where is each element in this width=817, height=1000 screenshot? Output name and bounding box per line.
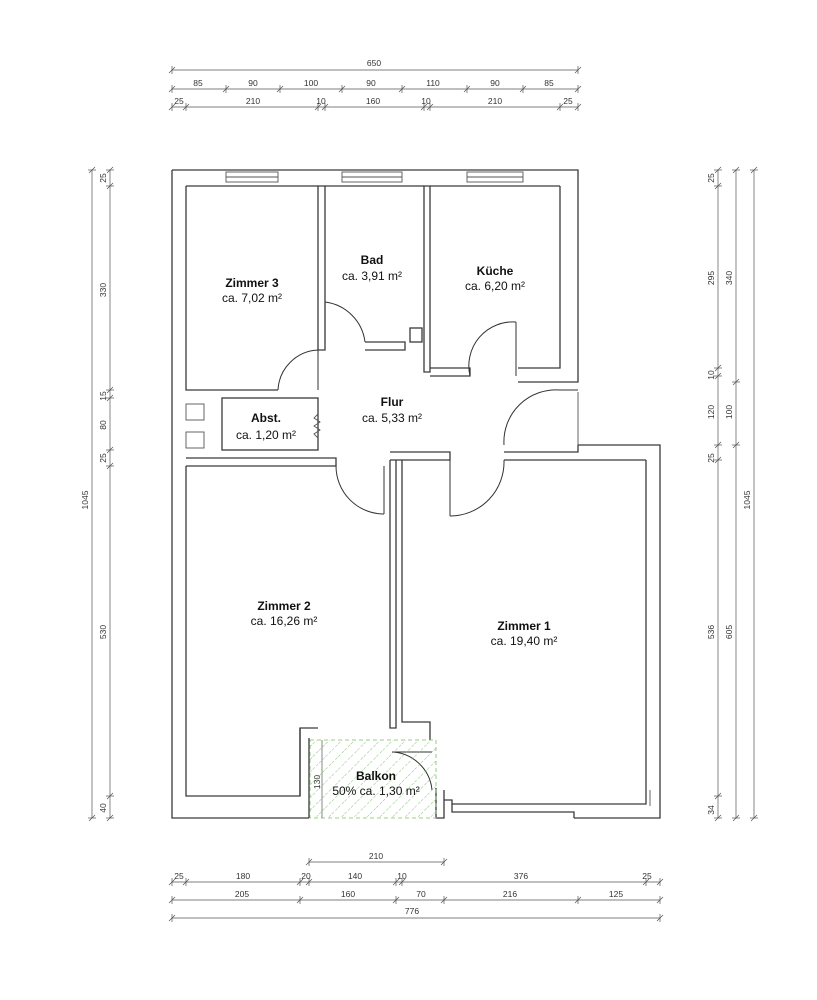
dim-bottom-4: 140 xyxy=(348,871,362,881)
room-zimmer-2: Zimmer 2 ca. 16,26 m² xyxy=(251,599,318,628)
dim-top-4: 90 xyxy=(366,78,376,88)
dimension-left: 1045 25 330 15 80 25 530 40 xyxy=(80,166,114,822)
dim-right2-3: 605 xyxy=(724,625,734,639)
dim-top2-7: 25 xyxy=(563,96,573,106)
dim-bottom2-4: 216 xyxy=(503,889,517,899)
room-name: Zimmer 2 xyxy=(257,599,311,613)
dim-bottom-5: 10 xyxy=(397,871,407,881)
dimension-bottom: 210 25 180 20 140 10 376 25 205 160 70 2… xyxy=(168,851,664,922)
dim-left-6: 530 xyxy=(98,625,108,639)
dim-left-3: 15 xyxy=(98,391,108,401)
room-kueche: Küche ca. 6,20 m² xyxy=(465,264,525,293)
room-area: ca. 7,02 m² xyxy=(222,291,282,305)
dim-right-total: 1045 xyxy=(742,490,752,509)
dim-left-7: 40 xyxy=(98,803,108,813)
doors xyxy=(277,301,578,791)
room-bad: Bad ca. 3,91 m² xyxy=(342,253,402,283)
dim-left-4: 80 xyxy=(98,420,108,430)
room-name: Bad xyxy=(361,253,384,267)
dim-bottom-1: 25 xyxy=(174,871,184,881)
dim-top2-1: 25 xyxy=(174,96,184,106)
windows xyxy=(225,171,651,806)
dim-bottom-7: 25 xyxy=(642,871,652,881)
dim-right2-2: 100 xyxy=(724,405,734,419)
dim-top2-2: 210 xyxy=(246,96,260,106)
dim-right-1: 25 xyxy=(706,173,716,183)
dim-right-7: 34 xyxy=(706,805,716,815)
dim-top-7: 85 xyxy=(544,78,554,88)
dim-left-total: 1045 xyxy=(80,490,90,509)
dim-top-total: 650 xyxy=(367,58,381,68)
balcony-area xyxy=(309,739,437,819)
dim-bottom2-5: 125 xyxy=(609,889,623,899)
dim-bottom2-3: 70 xyxy=(416,889,426,899)
dim-top-3: 100 xyxy=(304,78,318,88)
dim-top-1: 85 xyxy=(193,78,203,88)
dim-bottom-3: 20 xyxy=(301,871,311,881)
dim-top2-3: 10 xyxy=(316,96,326,106)
room-zimmer-1: Zimmer 1 ca. 19,40 m² xyxy=(491,619,558,648)
dim-bottom-2: 180 xyxy=(236,871,250,881)
room-area: ca. 16,26 m² xyxy=(251,614,318,628)
room-abst: Abst. ca. 1,20 m² xyxy=(236,411,296,442)
dim-bottom2-2: 160 xyxy=(341,889,355,899)
dim-top-2: 90 xyxy=(248,78,258,88)
dim-bottom-total: 776 xyxy=(405,906,419,916)
dim-right-2: 295 xyxy=(706,271,716,285)
dim-top2-5: 10 xyxy=(421,96,431,106)
dim-left-5: 25 xyxy=(98,453,108,463)
room-name: Zimmer 3 xyxy=(225,276,279,290)
dim-right-5: 25 xyxy=(706,453,716,463)
dim-top-5: 110 xyxy=(426,78,440,88)
room-area: ca. 6,20 m² xyxy=(465,279,525,293)
room-name: Küche xyxy=(477,264,514,278)
room-name: Abst. xyxy=(251,411,281,425)
room-name: Balkon xyxy=(356,769,396,783)
dim-right-6: 536 xyxy=(706,625,716,639)
room-area: ca. 19,40 m² xyxy=(491,634,558,648)
room-balkon: Balkon 50% ca. 1,30 m² xyxy=(332,769,419,798)
room-flur: Flur ca. 5,33 m² xyxy=(362,395,422,425)
dimension-top: 650 85 90 100 90 110 90 85 25 210 10 160… xyxy=(168,58,582,111)
walls xyxy=(171,169,661,819)
dim-bottom2-1: 205 xyxy=(235,889,249,899)
room-area: ca. 1,20 m² xyxy=(236,428,296,442)
dim-balcony-width: 210 xyxy=(369,851,383,861)
dim-top-6: 90 xyxy=(490,78,500,88)
room-area: ca. 5,33 m² xyxy=(362,411,422,425)
dim-left-1: 25 xyxy=(98,173,108,183)
dim-top2-4: 160 xyxy=(366,96,380,106)
dimension-right: 25 295 10 120 25 536 34 340 100 605 1045 xyxy=(706,166,758,822)
dim-right-4: 120 xyxy=(706,405,716,419)
room-area: 50% ca. 1,30 m² xyxy=(332,784,419,798)
room-name: Zimmer 1 xyxy=(497,619,551,633)
room-zimmer-3: Zimmer 3 ca. 7,02 m² xyxy=(222,276,282,305)
room-area: ca. 3,91 m² xyxy=(342,269,402,283)
room-name: Flur xyxy=(381,395,404,409)
dim-top2-6: 210 xyxy=(488,96,502,106)
dim-balcony-depth: 130 xyxy=(312,775,322,789)
dim-right2-1: 340 xyxy=(724,271,734,285)
dim-bottom-6: 376 xyxy=(514,871,528,881)
dim-right-3: 10 xyxy=(706,370,716,380)
dim-left-2: 330 xyxy=(98,283,108,297)
